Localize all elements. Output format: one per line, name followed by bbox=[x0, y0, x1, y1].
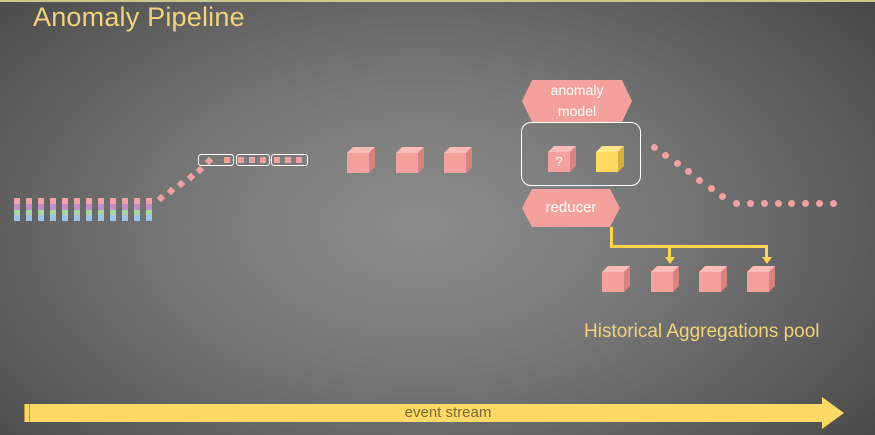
stream-shaft bbox=[24, 404, 824, 422]
event-bar bbox=[122, 198, 128, 221]
stream-label-text: event stream bbox=[404, 404, 492, 421]
output-dot bbox=[674, 160, 681, 167]
aggregate-cube bbox=[444, 147, 472, 173]
anomaly-model-node: anomaly model bbox=[522, 80, 632, 122]
output-dot bbox=[708, 185, 715, 192]
baseline-cube bbox=[596, 146, 624, 172]
output-dot bbox=[802, 200, 809, 207]
event-dot bbox=[195, 165, 205, 175]
anomaly-model-label-line1: anomaly bbox=[550, 82, 604, 98]
event-bar bbox=[98, 198, 104, 221]
event-bar bbox=[26, 198, 32, 221]
pool-cube bbox=[747, 266, 775, 292]
window-frame bbox=[198, 154, 234, 166]
event-dot bbox=[285, 157, 291, 163]
diagram-title: Anomaly Pipeline bbox=[33, 2, 245, 32]
top-border-line bbox=[0, 0, 875, 2]
pool-cube bbox=[651, 266, 679, 292]
output-dot bbox=[733, 200, 740, 207]
event-dot bbox=[166, 186, 176, 196]
stream-tail-cap bbox=[24, 404, 30, 422]
stream-label: event stream bbox=[24, 404, 875, 422]
anomaly-model-label-line2: model bbox=[557, 103, 597, 119]
event-bar bbox=[14, 198, 20, 221]
event-dot bbox=[176, 179, 186, 189]
event-bar bbox=[74, 198, 80, 221]
aggregate-cube bbox=[347, 147, 375, 173]
connector-drop bbox=[668, 245, 671, 257]
event-dot bbox=[224, 157, 230, 163]
output-dot bbox=[719, 193, 726, 200]
connector-horizontal bbox=[610, 245, 768, 248]
event-dot bbox=[260, 157, 266, 163]
connector-vertical bbox=[610, 227, 613, 248]
event-bar bbox=[146, 198, 152, 221]
event-bar bbox=[86, 198, 92, 221]
window-frame bbox=[271, 154, 308, 166]
reducer-node: reducer bbox=[522, 189, 620, 227]
event-bar bbox=[38, 198, 44, 221]
output-dot bbox=[662, 152, 669, 159]
connector-drop bbox=[765, 245, 768, 257]
unknown-aggregate-cube: ? bbox=[548, 146, 576, 172]
output-dot bbox=[696, 177, 703, 184]
event-dot bbox=[156, 193, 166, 203]
question-mark-label: ? bbox=[555, 154, 563, 169]
event-dot bbox=[186, 172, 196, 182]
event-bar bbox=[50, 198, 56, 221]
output-dot bbox=[816, 200, 823, 207]
output-dot bbox=[788, 200, 795, 207]
output-dot bbox=[761, 200, 768, 207]
event-dot bbox=[274, 157, 280, 163]
output-dot bbox=[830, 200, 837, 207]
event-bar bbox=[134, 198, 140, 221]
pool-cube bbox=[699, 266, 727, 292]
output-dot bbox=[775, 200, 782, 207]
arrow-down-icon bbox=[664, 257, 675, 264]
window-frame bbox=[236, 154, 270, 166]
output-dot bbox=[651, 144, 658, 151]
arrow-right-icon bbox=[822, 397, 844, 429]
pool-cube bbox=[602, 266, 630, 292]
event-bar bbox=[62, 198, 68, 221]
event-dot bbox=[238, 157, 244, 163]
pool-caption: Historical Aggregations pool bbox=[584, 321, 820, 342]
comparison-box bbox=[521, 122, 641, 186]
event-dot bbox=[296, 157, 302, 163]
output-dot bbox=[685, 168, 692, 175]
aggregate-cube bbox=[396, 147, 424, 173]
event-bar bbox=[110, 198, 116, 221]
event-dot bbox=[249, 157, 255, 163]
output-dot bbox=[747, 200, 754, 207]
arrow-down-icon bbox=[761, 257, 772, 264]
